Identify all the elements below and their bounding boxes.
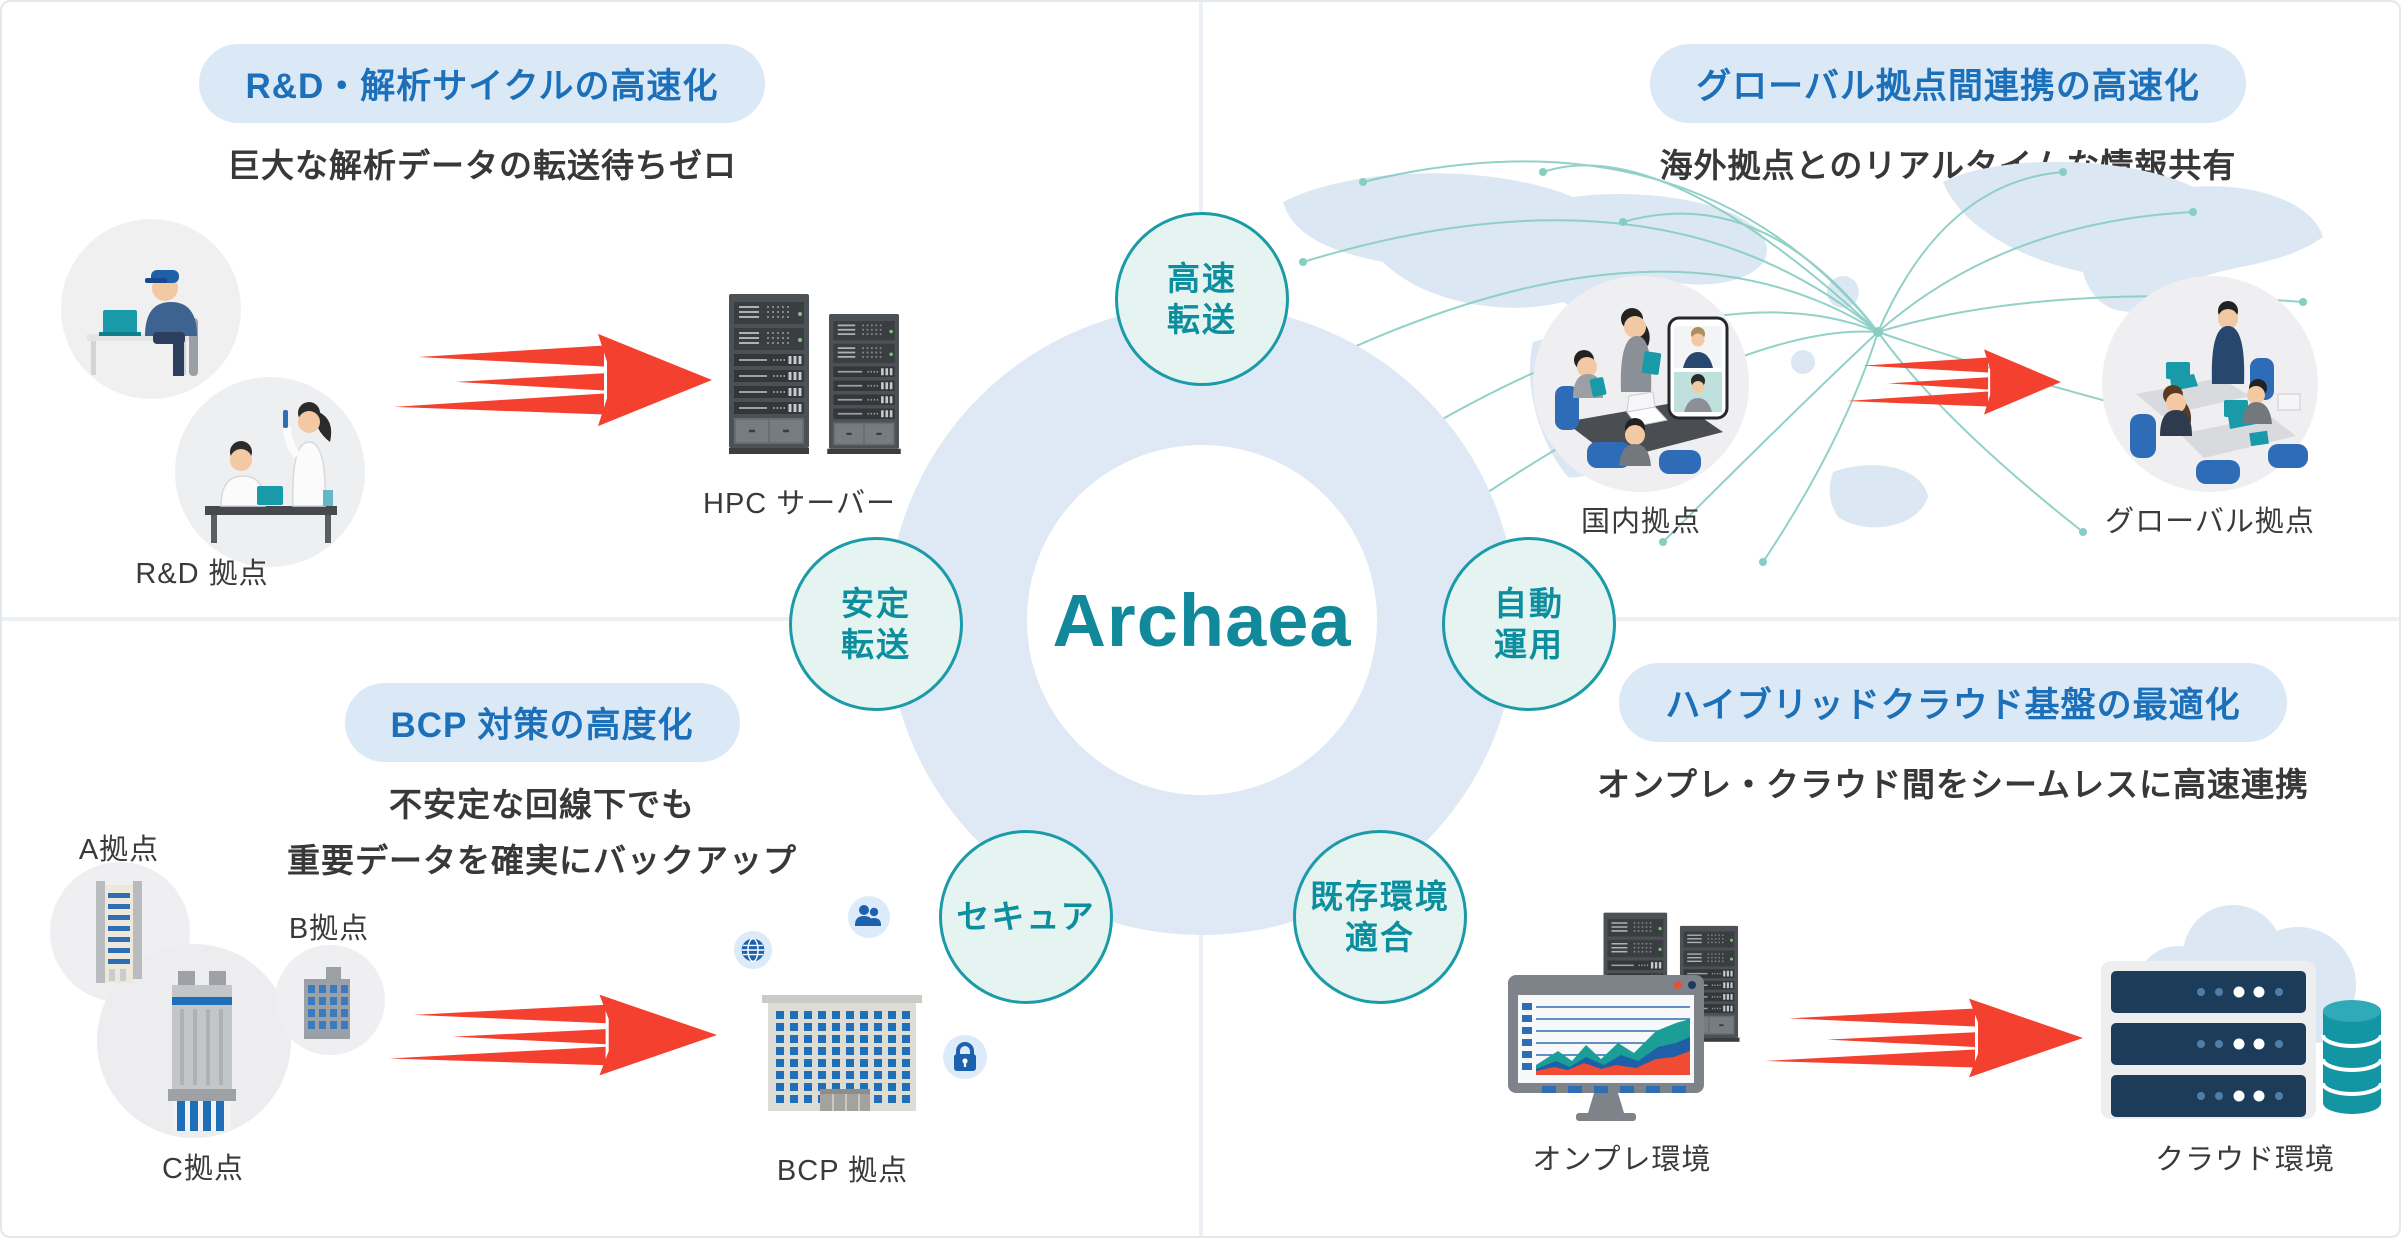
global-header: グローバル拠点間連携の高速化 海外拠点とのリアルタイムな情報共有 — [1613, 44, 2283, 187]
people-icon — [848, 896, 890, 938]
feature-badge-auto-operation: 自動 運用 — [1442, 537, 1616, 711]
feature-badge-fast-transfer: 高速 転送 — [1115, 212, 1289, 386]
feature-label: セキュア — [956, 898, 1096, 936]
globe-icon — [733, 930, 773, 970]
feature-label: 自動 — [1494, 584, 1564, 622]
onprem-label: オンプレ環境 — [1532, 1144, 1712, 1176]
branch-buildings-illustration — [50, 862, 385, 1138]
site-c-label: C拠点 — [162, 1153, 244, 1185]
domestic-site-label: 国内拠点 — [1580, 506, 1701, 538]
hpc-server-icon — [729, 294, 903, 454]
lock-icon — [943, 1035, 987, 1079]
hybrid-title-badge: ハイブリッドクラウド基盤の最適化 — [1619, 663, 2287, 742]
quadrant-rd: R&D・解析サイクルの高速化 巨大な解析データの転送待ちゼロ — [2, 2, 1199, 617]
hybrid-header: ハイブリッドクラウド基盤の最適化 オンプレ・クラウド間をシームレスに高速連携 — [1593, 663, 2313, 806]
speed-arrow-icon — [1845, 348, 2061, 416]
product-name: Archaea — [1052, 578, 1352, 662]
rd-header: R&D・解析サイクルの高速化 巨大な解析データの転送待ちゼロ — [152, 44, 812, 187]
feature-badge-stable-transfer: 安定 転送 — [789, 537, 963, 711]
building-a-icon — [96, 881, 142, 983]
feature-label: 運用 — [1494, 626, 1564, 663]
global-title-badge: グローバル拠点間連携の高速化 — [1650, 44, 2246, 123]
bcp-building-icon — [762, 995, 922, 1111]
feature-badge-secure: セキュア — [939, 830, 1113, 1004]
database-icon — [2321, 1000, 2383, 1114]
feature-badge-env-compat: 既存環境 適合 — [1293, 830, 1467, 1004]
building-c-icon — [168, 971, 236, 1131]
rd-team-illustration — [61, 219, 365, 567]
rd-title-badge: R&D・解析サイクルの高速化 — [199, 44, 765, 123]
bcp-subtitle-line1: 不安定な回線下でも — [389, 786, 695, 823]
quadrant-global: グローバル拠点間連携の高速化 海外拠点とのリアルタイムな情報共有 — [1203, 2, 2399, 617]
speed-arrow-icon — [392, 332, 712, 428]
feature-label: 転送 — [841, 626, 911, 663]
bcp-site-label: BCP 拠点 — [776, 1155, 909, 1187]
hpc-server-label: HPC サーバー — [703, 488, 896, 520]
speed-arrow-icon — [1763, 997, 2083, 1079]
feature-label: 既存環境 — [1310, 877, 1450, 915]
cloud-label: クラウド環境 — [2154, 1144, 2335, 1176]
bcp-header: BCP 対策の高度化 不安定な回線下でも 重要データを確実にバックアップ — [217, 683, 867, 882]
global-office-illustration — [2102, 276, 2318, 492]
bcp-title-badge: BCP 対策の高度化 — [344, 683, 740, 762]
hybrid-subtitle: オンプレ・クラウド間をシームレスに高速連携 — [1596, 766, 2310, 803]
feature-label: 高速 — [1167, 259, 1237, 297]
feature-label: 適合 — [1345, 919, 1415, 956]
feature-label: 安定 — [841, 584, 911, 622]
building-b-icon — [304, 967, 350, 1039]
feature-label: 転送 — [1167, 301, 1237, 338]
site-a-label: A拠点 — [78, 834, 160, 866]
global-site-label: グローバル拠点 — [2105, 506, 2315, 538]
domestic-office-illustration — [1533, 276, 1749, 492]
rd-subtitle: 巨大な解析データの転送待ちゼロ — [227, 147, 737, 184]
site-b-label: B拠点 — [288, 913, 370, 945]
cloud-server-icon — [2101, 905, 2383, 1119]
monitor-chart-icon — [1508, 975, 1704, 1121]
speed-arrow-icon — [387, 993, 717, 1077]
bcp-subtitle-line2: 重要データを確実にバックアップ — [287, 842, 797, 879]
rd-site-label: R&D 拠点 — [135, 558, 269, 590]
